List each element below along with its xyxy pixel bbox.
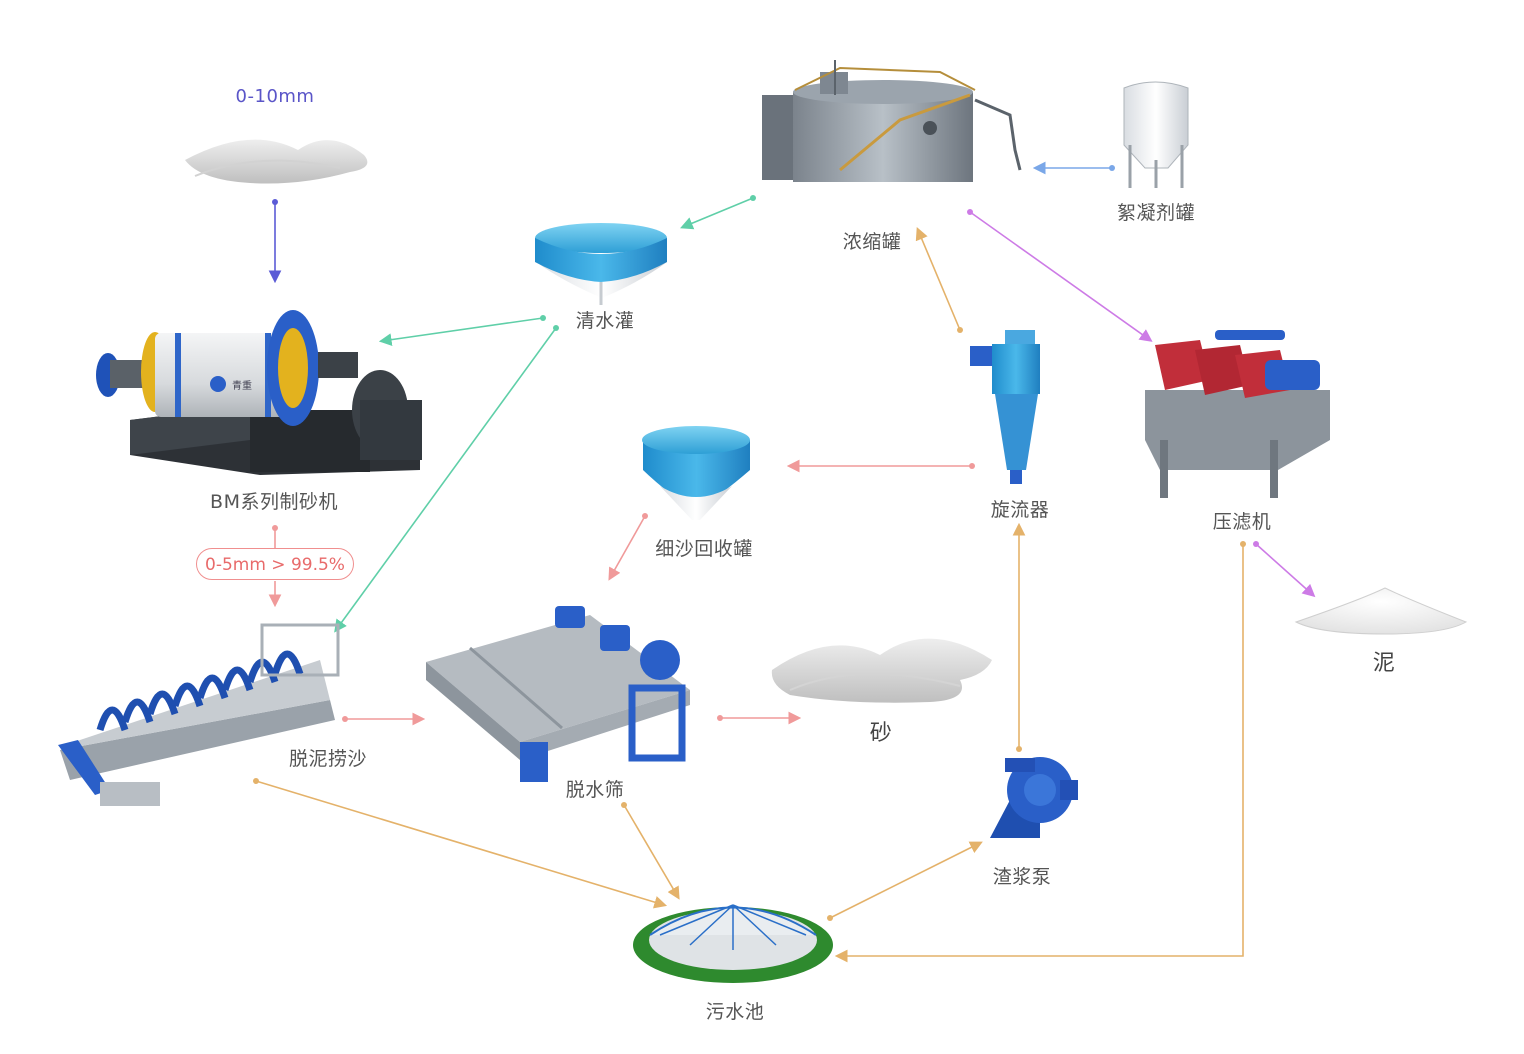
arrow-filter-press-to-pool: [834, 541, 1246, 963]
mud-product-pile-icon: [1294, 587, 1468, 635]
thickener-icon: [762, 60, 1022, 182]
hydrocyclone-label: 旋流器: [990, 499, 1050, 521]
dewatering-screen-label: 脱水筛: [565, 779, 625, 801]
sewage-pool-label: 污水池: [705, 1001, 765, 1023]
arrow-sand-maker-to-classifier: [268, 525, 282, 608]
spiral-classifier-label: 脱泥捞沙: [288, 748, 368, 770]
thickener-label: 浓缩罐: [842, 231, 902, 253]
arrow-classifier-to-pool: [253, 778, 668, 909]
arrow-pool-to-pump: [827, 841, 983, 921]
spiral-classifier-icon: [58, 623, 340, 806]
sand-maker-machine-icon: 青重: [96, 310, 422, 475]
filter-press-label: 压滤机: [1212, 511, 1272, 533]
machine-logo-text: 青重: [232, 379, 252, 392]
slurry-pump-icon: [990, 757, 1078, 838]
arrow-cyclone-to-fine-sand-tank: [786, 459, 975, 473]
sewage-pool-icon: [633, 904, 833, 983]
sand-product-label: 砂: [869, 721, 893, 746]
fine-sand-tank-icon: [642, 426, 750, 520]
arrow-fine-sand-tank-to-screen: [608, 513, 648, 581]
mud-product-label: 泥: [1372, 651, 1396, 676]
filter-press-icon: [1145, 330, 1330, 498]
arrow-thickener-to-filter-press: [967, 209, 1153, 342]
dewatering-screen-icon: [426, 606, 690, 782]
arrow-screen-to-pool: [621, 802, 680, 900]
slurry-pump-label: 渣浆泵: [992, 866, 1052, 888]
arrow-cyclone-to-thickener: [915, 227, 963, 333]
arrow-feed-to-sand-maker: [268, 199, 282, 284]
hydrocyclone-icon: [970, 330, 1040, 484]
arrow-thickener-to-clear-tank: [680, 195, 756, 230]
arrow-clear-tank-to-classifier: [334, 325, 559, 633]
flocculant-tank-label: 絮凝剂罐: [1116, 202, 1196, 224]
arrow-filter-press-to-mud: [1253, 541, 1316, 598]
clear-water-tank-icon: [535, 223, 667, 305]
clear-water-tank-label: 清水灌: [575, 310, 635, 332]
flocculant-tank-icon: [1123, 81, 1189, 188]
arrow-screen-to-sand: [717, 711, 802, 725]
arrow-flocculant-thickener: [1032, 161, 1115, 175]
flow-arrows: [253, 161, 1316, 963]
sand-maker-label: BM系列制砂机: [210, 491, 338, 513]
arrow-clear-tank-to-sand-maker: [378, 315, 546, 346]
fine-sand-tank-label: 细沙回收罐: [655, 538, 753, 560]
sand-product-pile-icon: [771, 638, 992, 703]
feed-size-label: 0-10mm: [235, 86, 315, 107]
arrow-pump-to-cyclone: [1012, 522, 1026, 752]
raw-sand-pile-icon: [185, 139, 368, 184]
arrow-classifier-to-screen: [342, 712, 426, 726]
spec-badge: 0-5mm > 99.5%: [196, 548, 354, 580]
